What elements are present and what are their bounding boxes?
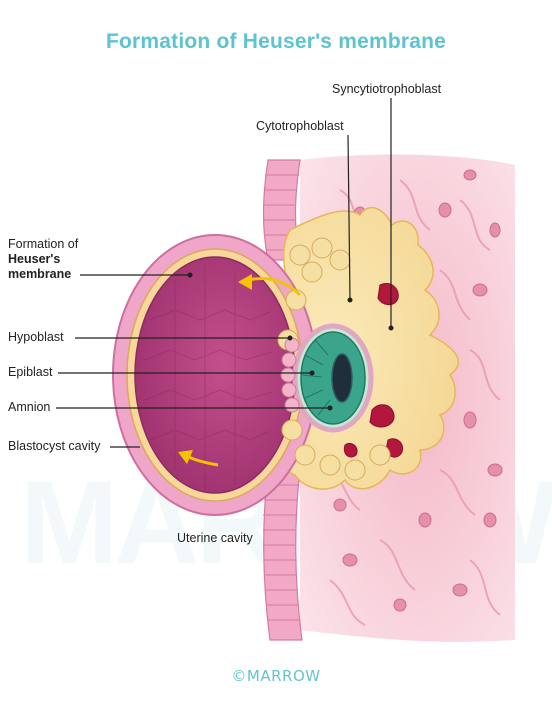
amniotic-cavity xyxy=(331,353,353,403)
leader-lines xyxy=(56,98,392,448)
label-blastocyst-cavity: Blastocyst cavity xyxy=(8,439,101,453)
page-title: Formation of Heuser's membrane xyxy=(105,30,447,53)
cavity-cell-pattern xyxy=(144,265,273,490)
label-hypoblast: Hypoblast xyxy=(8,330,64,344)
label-epiblast: Epiblast xyxy=(8,365,53,379)
label-formation-line2: Heuser's xyxy=(8,252,61,266)
label-formation-line3: membrane xyxy=(8,267,72,281)
brand-logo: ©MARROW xyxy=(231,667,321,685)
leader-dots xyxy=(187,272,394,411)
label-uterine-cavity: Uterine cavity xyxy=(177,531,253,545)
label-formation-line1: Formation of xyxy=(8,237,79,251)
arrowheads xyxy=(178,274,252,464)
label-syncytiotrophoblast: Syncytiotrophoblast xyxy=(332,82,442,96)
label-amnion: Amnion xyxy=(8,400,51,414)
blastocyst-cavity xyxy=(134,256,296,494)
label-cytotrophoblast: Cytotrophoblast xyxy=(256,119,344,133)
